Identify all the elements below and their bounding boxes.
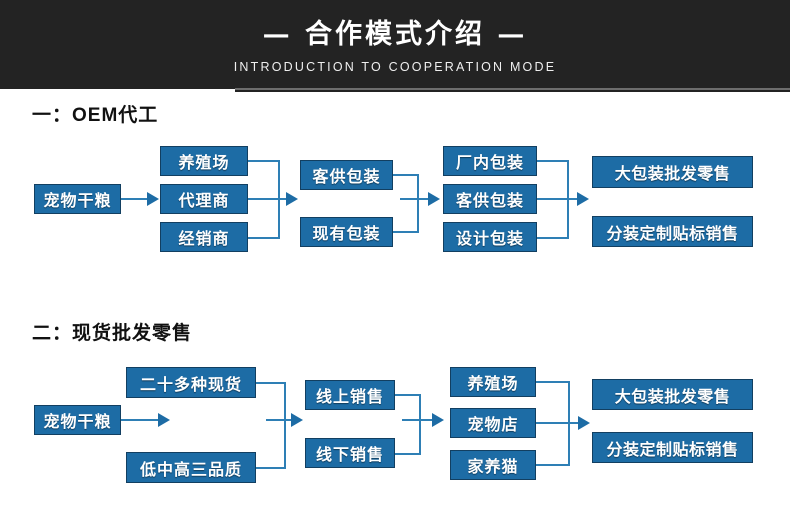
connector-s1-supply-merge xyxy=(400,198,430,200)
connector-s2-customer-0-out xyxy=(536,381,570,383)
section-2-heading: 二：现货批发零售 xyxy=(32,323,193,344)
connector-s2-sales-0-out xyxy=(395,394,421,396)
connector-s1-channel-0-out xyxy=(248,160,280,162)
connector-s1-supply-0-out xyxy=(393,174,419,176)
connector-s2-customer-1-out xyxy=(536,422,580,424)
section-2-box-sales-channel-0[interactable]: 线上销售 xyxy=(305,380,395,410)
section-1-box-packaging-supply-0[interactable]: 客供包装 xyxy=(300,160,393,190)
section-1-box-packaging-type-2[interactable]: 设计包装 xyxy=(443,222,537,252)
arrow-s2-customer-to-outcome xyxy=(578,416,590,430)
section-1-box-source-0[interactable]: 宠物干粮 xyxy=(34,184,121,214)
connector-s2-stock-bus xyxy=(284,382,286,469)
connector-s1-type-2-out xyxy=(537,237,569,239)
section-1-box-channel-2[interactable]: 经销商 xyxy=(160,222,248,252)
arrow-s1-channel-to-packaging xyxy=(286,192,298,206)
section-2-box-stock-0[interactable]: 二十多种现货 xyxy=(126,367,256,398)
section-1-box-packaging-type-0[interactable]: 厂内包装 xyxy=(443,146,537,176)
connector-s1-type-0-out xyxy=(537,160,569,162)
connector-s2-stock-1-out xyxy=(256,467,286,469)
section-1-heading: 一：OEM代工 xyxy=(32,105,159,126)
connector-s1-supply-bus xyxy=(417,174,419,233)
connector-s2-sales-merge xyxy=(402,419,434,421)
connector-s1-source-to-channel xyxy=(121,198,149,200)
connector-s2-stock-merge xyxy=(266,419,293,421)
section-1-box-outcome-1[interactable]: 分装定制贴标销售 xyxy=(592,216,753,247)
section-1-box-outcome-0[interactable]: 大包装批发零售 xyxy=(592,156,753,188)
header-underline xyxy=(235,88,790,90)
section-2-box-customer-0[interactable]: 养殖场 xyxy=(450,367,536,397)
connector-s1-channel-1-out xyxy=(248,198,288,200)
arrow-s2-sales-to-customer xyxy=(432,413,444,427)
section-1-box-channel-1[interactable]: 代理商 xyxy=(160,184,248,214)
arrow-s1-supply-to-type xyxy=(428,192,440,206)
arrow-s1-source-to-channel xyxy=(147,192,159,206)
section-2-box-outcome-1[interactable]: 分装定制贴标销售 xyxy=(592,432,753,463)
section-2-box-source-0[interactable]: 宠物干粮 xyxy=(34,405,121,435)
section-2-box-sales-channel-1[interactable]: 线下销售 xyxy=(305,438,395,468)
section-1-box-packaging-type-1[interactable]: 客供包装 xyxy=(443,184,537,214)
page-title: — 合作模式介绍 — xyxy=(262,19,528,50)
page-subtitle: INTRODUCTION TO COOPERATION MODE xyxy=(233,60,557,74)
connector-s1-supply-1-out xyxy=(393,231,419,233)
section-1-box-channel-0[interactable]: 养殖场 xyxy=(160,146,248,176)
connector-s2-sales-1-out xyxy=(395,453,421,455)
connector-s2-stock-0-out xyxy=(256,382,286,384)
arrow-s2-stock-to-sales xyxy=(291,413,303,427)
connector-s2-source-out xyxy=(121,419,161,421)
arrow-s2-source-to-stock xyxy=(158,413,170,427)
section-2-box-stock-1[interactable]: 低中高三品质 xyxy=(126,452,256,483)
arrow-s1-type-to-outcome xyxy=(577,192,589,206)
section-2-box-customer-1[interactable]: 宠物店 xyxy=(450,408,536,438)
section-2-box-outcome-0[interactable]: 大包装批发零售 xyxy=(592,379,753,410)
connector-s2-sales-bus xyxy=(419,394,421,454)
header-notch xyxy=(0,89,235,92)
section-1-box-packaging-supply-1[interactable]: 现有包装 xyxy=(300,217,393,247)
connector-s2-customer-2-out xyxy=(536,464,570,466)
connector-s1-type-1-out xyxy=(537,198,579,200)
section-2-box-customer-2[interactable]: 家养猫 xyxy=(450,450,536,480)
connector-s1-channel-2-out xyxy=(248,237,280,239)
page-header: — 合作模式介绍 — INTRODUCTION TO COOPERATION M… xyxy=(0,0,790,92)
